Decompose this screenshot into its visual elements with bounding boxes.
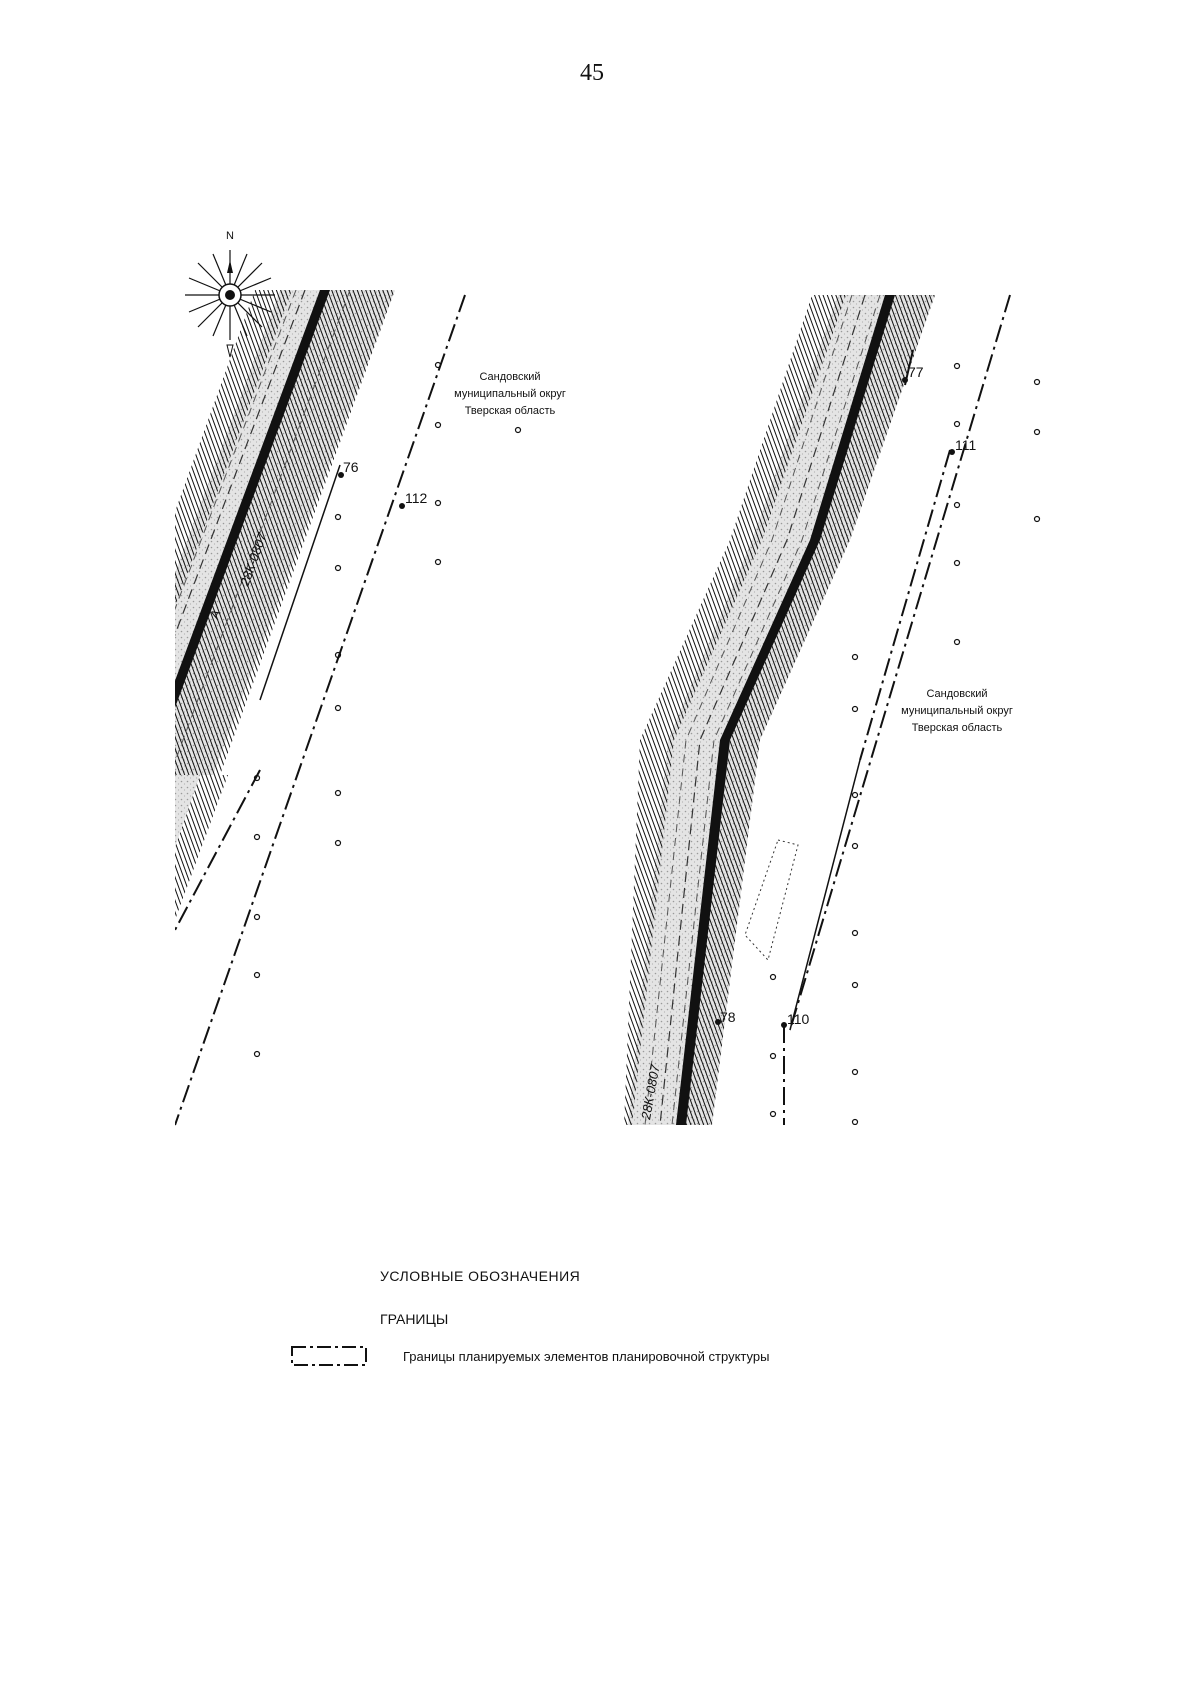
road-dashed-east <box>671 294 881 1125</box>
road-edge-line <box>175 290 330 708</box>
boundary-points-right <box>715 377 955 1028</box>
survey-markers-left <box>253 361 522 1058</box>
road-embankment-east-lower <box>175 775 228 920</box>
road-axis-dashed <box>659 294 866 1125</box>
region-label-right-line2: муниципальный округ <box>901 705 1013 717</box>
legend-item-boundary: Границы планируемых элементов планировоч… <box>290 1343 769 1369</box>
north-arrow-icon: N <box>185 230 275 358</box>
road-right <box>624 294 935 1125</box>
road-embankment-east <box>175 290 395 775</box>
page-number: 45 <box>580 60 604 86</box>
boundary-points-left <box>338 472 405 509</box>
legend-section-title: ГРАНИЦЫ <box>380 1311 449 1327</box>
road-surface-lower <box>175 775 200 848</box>
region-label-left-line1: Сандовский <box>479 371 540 383</box>
dotted-structure <box>744 839 799 962</box>
region-label-right-line1: Сандовский <box>926 688 987 700</box>
region-label-left-line2: муниципальный округ <box>454 388 566 400</box>
dash-dot-boundary-icon <box>291 1346 367 1366</box>
point-label-77: 77 <box>908 364 924 380</box>
road-dashed-west <box>175 290 297 611</box>
road-embankment-west <box>175 290 292 608</box>
point-label-111: 111 <box>955 437 976 453</box>
region-label-left-line3: Тверская область <box>465 405 556 417</box>
road-embankment-west <box>624 295 846 1125</box>
road-embankment-east <box>686 295 935 1125</box>
boundary-line-right-east <box>789 294 1011 1031</box>
point-label-78: 78 <box>720 1009 736 1025</box>
point-label-76: 76 <box>343 459 359 475</box>
boundary-line-right-inner-solid <box>789 759 861 1031</box>
road-axis-dashed <box>175 290 306 637</box>
boundary-line-left-east <box>175 294 466 1126</box>
north-label: N <box>226 230 234 242</box>
point-label-110: 110 <box>787 1011 810 1027</box>
legend-item-label: Границы планируемых элементов планировоч… <box>403 1348 770 1364</box>
right-map-panel: 77 111 78 110 28К-0807 <box>624 294 1041 1125</box>
region-label-right-line3: Тверская область <box>912 722 1003 734</box>
point-label-112: 112 <box>405 490 428 506</box>
boundary-line-right-inner <box>859 449 951 761</box>
road-dashed-east <box>175 290 351 763</box>
survey-markers-right <box>769 362 1041 1125</box>
legend-title: УСЛОВНЫЕ ОБОЗНАЧЕНИЯ <box>380 1268 581 1284</box>
road-dashed-west <box>644 294 853 1125</box>
left-map-panel: 76 112 28К-0807 А <box>175 290 522 1126</box>
boundary-line-left-inner <box>259 464 341 701</box>
road-left <box>175 290 395 920</box>
